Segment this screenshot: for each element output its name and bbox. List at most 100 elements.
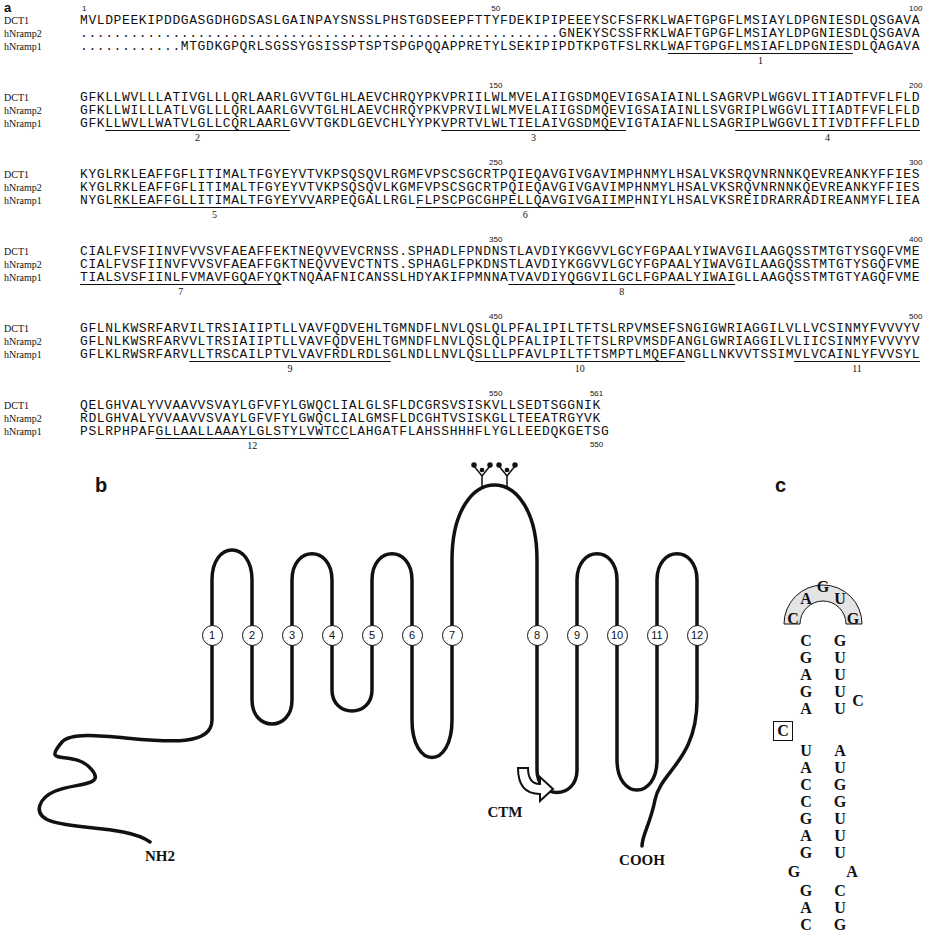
sequence-row: GFLNLKWSRFARVILTRSIAIIPTLLVAVFQDVEHLTGMN…: [80, 322, 920, 335]
sequence-row: PSLRPHPAFGLLAALLAAAYLGLSTYLVWTCCLAHGATFL…: [80, 425, 609, 438]
panel-letter: a: [4, 0, 11, 15]
tm-number: 2: [195, 132, 200, 143]
tm-helix-circle: 4: [322, 625, 343, 646]
residue-number: 450: [489, 312, 502, 321]
tm-number: 11: [852, 363, 862, 374]
tm-underline: [441, 130, 626, 131]
nucleotide: U: [800, 742, 812, 760]
residue-number: 300: [909, 158, 922, 167]
nucleotide: C: [834, 882, 846, 900]
nucleotide: G: [788, 863, 800, 881]
nucleotide: C: [787, 610, 799, 628]
nucleotide: G: [800, 810, 812, 828]
node-text: 11: [651, 629, 662, 641]
tm-number: 7: [178, 286, 183, 297]
sequence-row: TIALSVSFIINLFVMAVFGQAFYQKTNQAAFNICANSSLH…: [80, 271, 920, 284]
node-text: 7: [449, 629, 455, 641]
nucleotide: G: [834, 916, 846, 934]
nucleotide: C: [800, 776, 812, 794]
sequence-name: hNramp2: [4, 412, 42, 425]
node-text: C: [777, 722, 789, 740]
residue-number: 550: [590, 440, 603, 449]
tm-helix-circle: 7: [442, 625, 463, 646]
residue-number: 150: [489, 81, 502, 90]
tm-underline: [475, 361, 685, 362]
tm-number: 9: [288, 363, 293, 374]
sequence-name: hNramp2: [4, 258, 42, 271]
tm-underline: [668, 53, 853, 54]
tm-helix-circle: 9: [567, 625, 588, 646]
nucleotide: C: [852, 692, 864, 710]
sequence-row: GFKLLWVLLLATIVGLLLQRLAARLGVVTGLHLAEVCHRQ…: [80, 91, 920, 104]
nucleotide: G: [834, 632, 846, 650]
tm-underlines: [80, 54, 920, 439]
ctm-arrow: [518, 768, 553, 801]
sequence-name: DCT1: [4, 14, 29, 27]
glycosylation-sites: [472, 463, 517, 489]
nucleotide: U: [834, 844, 846, 862]
sequence-name: hNramp1: [4, 194, 42, 207]
nucleotide: G: [834, 776, 846, 794]
tm-underline: [794, 361, 920, 362]
tm-underline: [189, 361, 391, 362]
tm-helix-circle: 3: [282, 625, 303, 646]
tm-helix-circle: 5: [362, 625, 383, 646]
sequence-row: RDLGHVALYVVAAVVSVAYLGFVFYLGWQCLIALGMSFLD…: [80, 412, 601, 425]
nucleotide: U: [834, 827, 846, 845]
nucleotide: U: [834, 590, 846, 608]
tm-number: 10: [575, 363, 585, 374]
sequence-row: CIALFVSFIINVFVVSVFAEAFFGKTNEQVVEVCTNTS.S…: [80, 258, 920, 271]
sequence-name: DCT1: [4, 168, 29, 181]
node-text: 3: [289, 629, 295, 641]
sequence-name: hNramp1: [4, 117, 42, 130]
node-text: 6: [409, 629, 415, 641]
node-text: 1: [209, 629, 215, 641]
tm-helix-circle: 12: [687, 625, 708, 646]
nucleotide: A: [846, 863, 858, 881]
nucleotide: G: [817, 578, 829, 596]
nucleotide: U: [834, 810, 846, 828]
boxed-nucleotide: C: [773, 721, 793, 741]
tm-helix-circle: 10: [607, 625, 628, 646]
node-text: 5: [369, 629, 375, 641]
nucleotide: A: [800, 759, 812, 777]
nucleotide: G: [847, 610, 859, 628]
nucleotide: C: [800, 793, 812, 811]
tm-underline: [114, 207, 316, 208]
tm-number: 4: [825, 132, 830, 143]
nucleotide: G: [800, 844, 812, 862]
residue-number: 350: [489, 235, 502, 244]
ctm-label: CTM: [488, 804, 523, 821]
sequence-name: DCT1: [4, 399, 29, 412]
residue-number: 100: [909, 4, 922, 13]
nucleotide: U: [834, 683, 846, 701]
sequence-row: ........................................…: [80, 27, 920, 40]
nucleotide: A: [800, 590, 812, 608]
tm-helix-circle: 2: [242, 625, 263, 646]
tm-underline: [735, 130, 920, 131]
nucleotide: U: [834, 649, 846, 667]
sequence-name: hNramp1: [4, 271, 42, 284]
topology-chain: [39, 485, 697, 846]
nucleotide: A: [800, 700, 812, 718]
panel-letter: c: [775, 474, 786, 497]
panel-letter: b: [95, 474, 107, 497]
sequence-name: hNramp2: [4, 181, 42, 194]
tm-helix-circle: 11: [647, 625, 668, 646]
nucleotide: A: [800, 827, 812, 845]
sequence-row: GFLNLKWSRFARVVLTRSIAIIPTLLVAVFQDVEHLTGMN…: [80, 335, 920, 348]
nucleotide: C: [800, 916, 812, 934]
tm-number: 1: [758, 55, 763, 66]
tm-underline: [156, 438, 349, 439]
node-text: 8: [534, 629, 540, 641]
tm-helix-circle: 6: [402, 625, 423, 646]
sequence-row: KYGLRKLEAFFGFLITIMALTFGYEYVTVKPSQSQVLKGM…: [80, 181, 920, 194]
sequence-row: KYGLRKLEAFFGFLITIMALTFGYEYVTVKPSQSQVLRGM…: [80, 168, 920, 181]
sequence-row: CIALFVSFIINVFVVSVFAEAFFEKTNEQVVEVCRNSS.S…: [80, 245, 920, 258]
sequence-name: hNramp2: [4, 335, 42, 348]
tm-underline: [416, 207, 634, 208]
sequence-name: DCT1: [4, 245, 29, 258]
tm-number: 3: [531, 132, 536, 143]
tm-number: 8: [619, 286, 624, 297]
